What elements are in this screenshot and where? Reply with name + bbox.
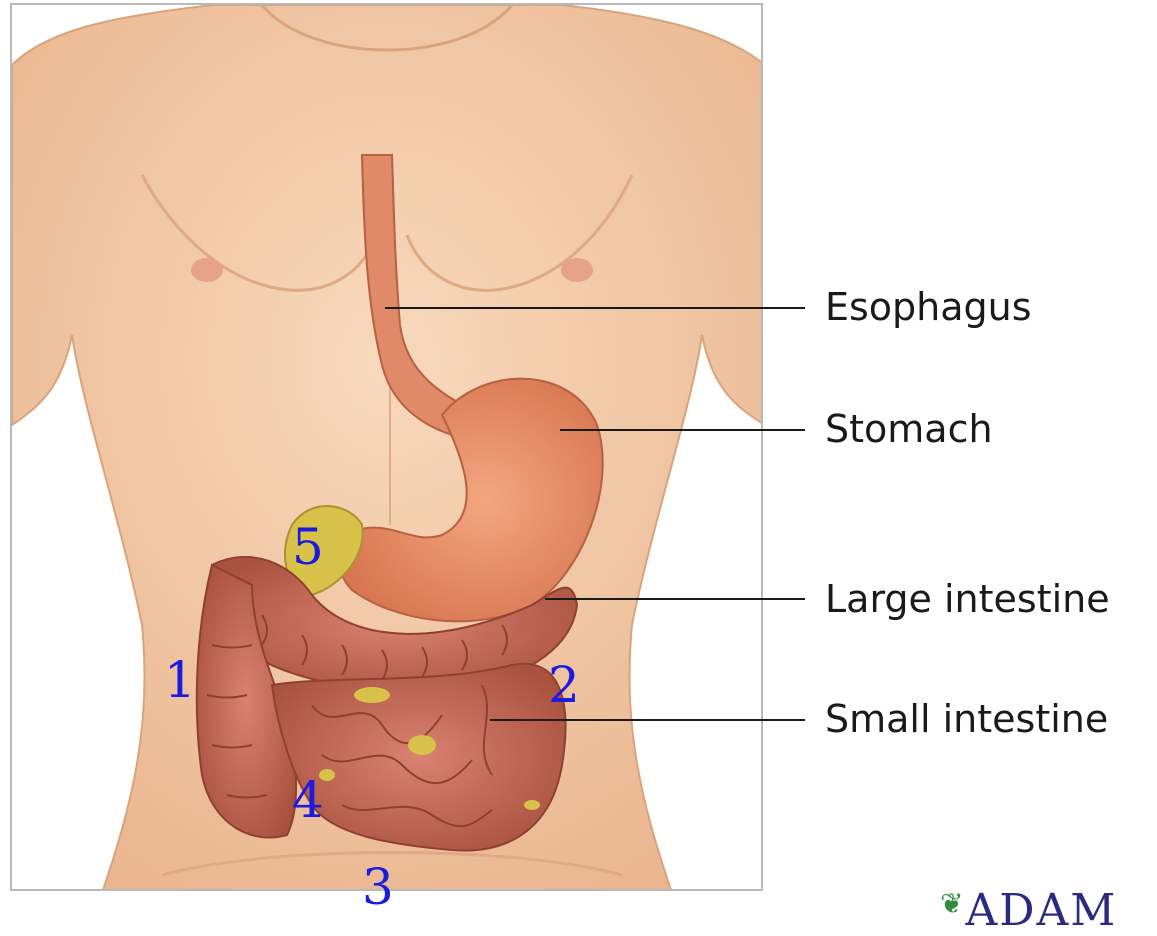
large-intestine-label: Large intestine: [825, 580, 1110, 618]
esophagus-leader: [385, 307, 805, 309]
small-intestine-label: Small intestine: [825, 700, 1108, 738]
anatomy-illustration: [10, 3, 763, 891]
marker-1: 1: [164, 655, 196, 705]
leaf-icon: ❦: [940, 887, 965, 920]
stomach-leader: [560, 429, 805, 431]
marker-5: 5: [292, 522, 324, 572]
esophagus-label: Esophagus: [825, 288, 1032, 326]
marker-2: 2: [548, 660, 580, 710]
small-intestine-leader: [490, 719, 805, 721]
torso-drawing: [12, 5, 763, 891]
marker-3: 3: [362, 862, 394, 912]
stomach-label: Stomach: [825, 410, 993, 448]
adam-logo: ❦ADAM: [940, 885, 1117, 936]
marker-4: 4: [292, 775, 324, 825]
large-intestine-leader: [545, 598, 805, 600]
